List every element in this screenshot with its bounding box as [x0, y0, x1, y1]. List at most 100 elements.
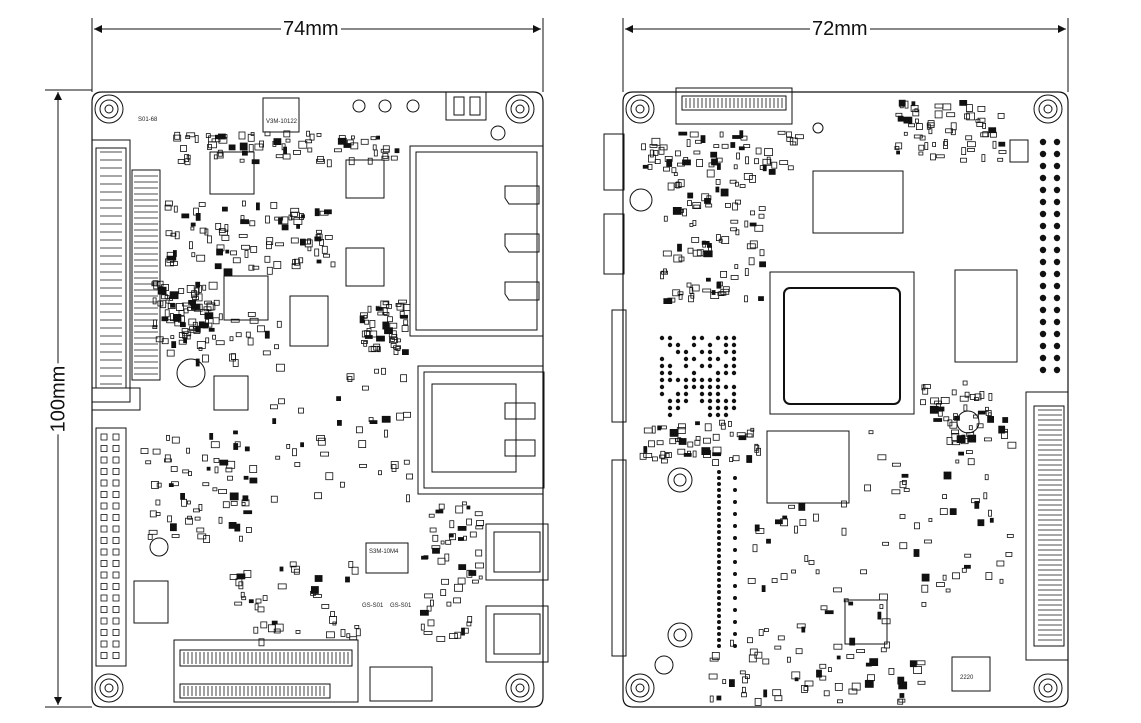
smd-part [804, 555, 809, 562]
gpio-pin [112, 537, 120, 544]
smd-part [169, 260, 178, 266]
smd-part [654, 159, 661, 165]
smd-part [164, 200, 173, 207]
via [667, 412, 673, 418]
smd-part [403, 319, 409, 326]
smd-part [191, 252, 196, 258]
smd-part [290, 207, 300, 213]
gpio-pin [100, 640, 108, 648]
left-silkscreen: V3M-10122 S01-68 S3M-10M4 GS-S01 GS-S01 [138, 117, 412, 609]
smd-part [196, 341, 206, 349]
smd-part [429, 527, 437, 533]
smd-part [967, 141, 976, 148]
gpio-pin [112, 640, 120, 648]
via [723, 412, 729, 418]
via [659, 384, 665, 390]
smd-part [182, 331, 192, 337]
gpio-pin [100, 502, 108, 510]
smd-part [649, 149, 654, 158]
smd-part [336, 396, 342, 402]
smd-part [959, 100, 968, 106]
smd-part [755, 528, 765, 534]
via [717, 500, 721, 504]
smd-part [376, 346, 381, 353]
smd-part [188, 318, 197, 326]
smd-part [209, 432, 214, 440]
via [733, 572, 737, 576]
smd-part [692, 202, 702, 210]
smd-part [264, 255, 271, 263]
smd-part [396, 412, 405, 421]
gpio-pin [100, 560, 108, 567]
smd-part [923, 384, 931, 389]
smd-part [951, 389, 957, 396]
smd-part [894, 146, 900, 150]
gpio-pin [112, 445, 120, 452]
smd-part [233, 430, 238, 435]
smd-part [333, 148, 342, 153]
gpio-hole [1039, 270, 1047, 278]
smd-part [961, 434, 966, 443]
smd-part [221, 206, 228, 212]
smd-part [903, 131, 908, 136]
via [733, 536, 737, 540]
smd-part [988, 127, 997, 134]
smd-part [924, 142, 929, 151]
smd-part [156, 280, 164, 287]
via [717, 632, 721, 636]
smd-part [241, 596, 247, 601]
smd-part [224, 224, 229, 232]
smd-part [271, 620, 278, 625]
smd-part [643, 452, 653, 458]
smd-part [241, 244, 250, 250]
smd-part [426, 605, 432, 612]
smd-part [367, 157, 373, 165]
via [723, 335, 729, 341]
smd-part [952, 572, 960, 580]
smd-part [687, 200, 692, 207]
smd-part [198, 503, 203, 511]
smd-part [732, 202, 738, 211]
smd-part [241, 150, 248, 156]
left-small-tag-label: S01-68 [138, 117, 158, 123]
smd-part [236, 573, 246, 580]
smd-part [227, 475, 233, 481]
smd-part [712, 433, 720, 441]
smd-part [198, 321, 205, 329]
smd-part [382, 152, 389, 159]
smd-part [746, 429, 754, 438]
gpio-pin [100, 617, 108, 625]
smd-part [709, 695, 714, 703]
gpio-hole [1053, 342, 1061, 350]
smd-part [761, 585, 766, 592]
smd-part [976, 423, 984, 429]
smd-part [713, 144, 720, 149]
smd-part [936, 582, 945, 587]
smd-part [758, 296, 764, 302]
smd-part [898, 99, 906, 107]
smd-part [897, 698, 904, 705]
smd-part [864, 484, 871, 492]
smd-part [673, 254, 683, 263]
smd-part [888, 668, 895, 675]
smd-part [762, 658, 770, 665]
smd-part [665, 452, 670, 458]
smd-part [868, 430, 874, 435]
smd-part [902, 479, 907, 485]
smd-part [687, 450, 691, 456]
smd-part [325, 631, 335, 639]
smd-part [281, 216, 289, 225]
smd-part [819, 675, 827, 681]
smd-part [966, 112, 975, 121]
gpio-hole [1053, 258, 1061, 266]
gpio-hole [1039, 162, 1047, 170]
smd-part [429, 599, 434, 607]
smd-part [651, 137, 661, 146]
smd-part [218, 313, 223, 321]
smd-part [743, 144, 751, 149]
via [659, 391, 665, 397]
smd-part [402, 304, 411, 312]
via [717, 530, 721, 534]
gpio-hole [1039, 234, 1047, 242]
smd-part [210, 441, 220, 449]
